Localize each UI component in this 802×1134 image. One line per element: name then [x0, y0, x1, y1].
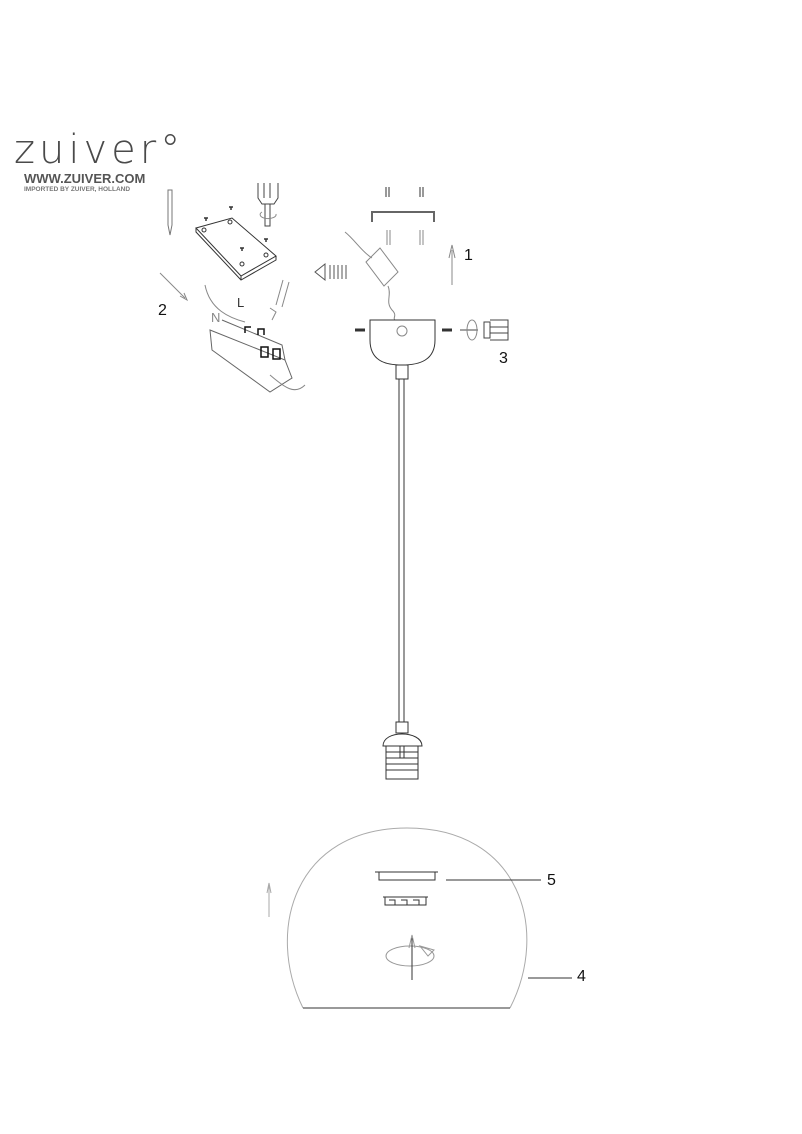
striped-left-arrow [314, 262, 347, 282]
step-2-label: 2 [158, 302, 167, 319]
mounting-plate [195, 206, 277, 281]
lamp-socket [382, 721, 423, 780]
cable [398, 379, 405, 722]
neutral-wire-label: N [211, 310, 221, 325]
small-up-arrow [266, 882, 272, 917]
logo-url: WWW.ZUIVER.COM [24, 171, 146, 186]
step-3-label: 3 [499, 350, 508, 367]
canopy [355, 319, 452, 380]
zuiver-logo: zuiver° WWW.ZUIVER.COM IMPORTED BY ZUIVE… [14, 128, 184, 194]
terminal-block [204, 279, 306, 393]
nail-down-arrow [167, 189, 173, 236]
lamp-shade [286, 827, 528, 1009]
screwdriver-icon [460, 319, 509, 341]
screwdriver-icon [257, 183, 279, 227]
shade-ring [375, 871, 438, 906]
rotate-arrow [385, 934, 435, 980]
diagonal-arrow [159, 272, 189, 302]
step-5-label: 5 [547, 872, 556, 889]
step-4-label: 4 [577, 968, 586, 985]
logo-imported-by: IMPORTED BY ZUIVER, HOLLAND [24, 186, 131, 193]
live-wire-label: L [237, 295, 245, 310]
connector-and-chain [344, 231, 399, 321]
step-1-label: 1 [464, 247, 473, 264]
up-arrow-step1 [448, 244, 456, 285]
ceiling-bracket [371, 187, 435, 245]
logo-wordmark: zuiver° [14, 127, 185, 173]
